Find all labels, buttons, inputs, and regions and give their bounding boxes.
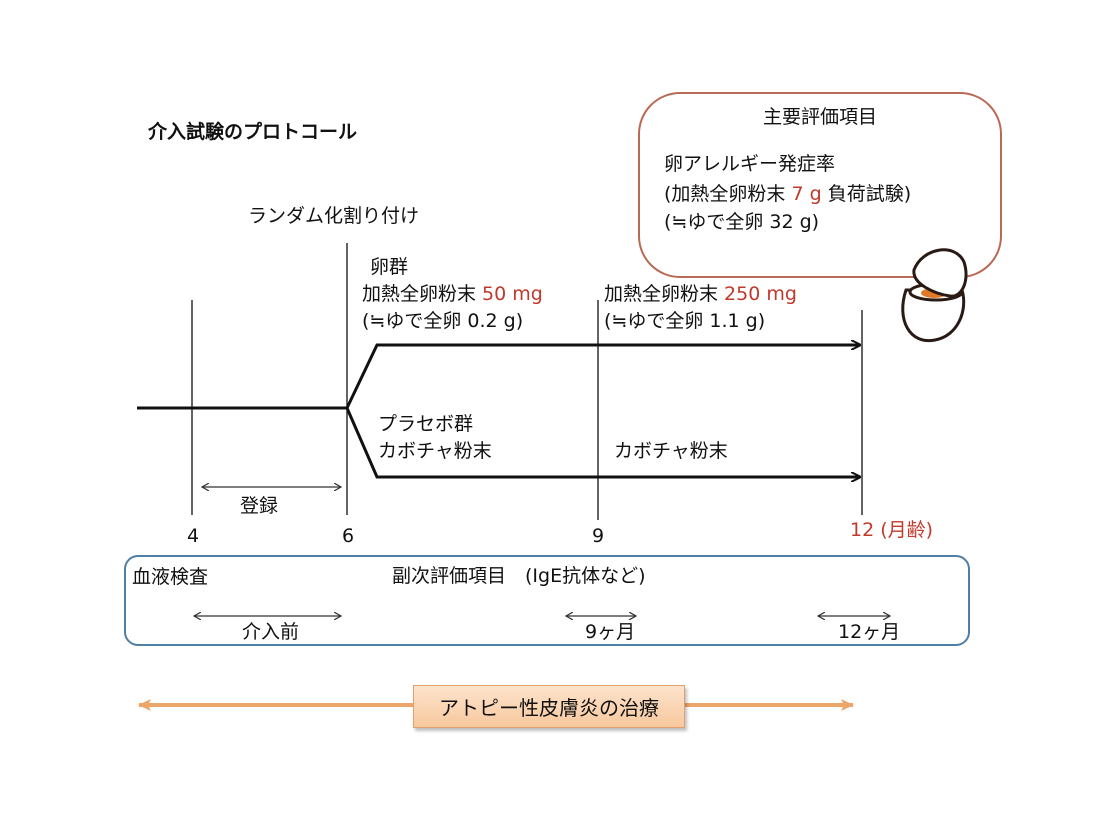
primary-endpoint-line3: (≒ゆで全卵 32 g) xyxy=(664,211,820,233)
egg-phase1-dose: 加熱全卵粉末 50 mg xyxy=(362,285,543,304)
egg-phase2-equiv: (≒ゆで全卵 1.1 g) xyxy=(604,310,766,332)
secondary-endpoint-heading: 副次評価項目 (IgE抗体など) xyxy=(392,565,646,587)
dose: 50 mg xyxy=(482,283,543,305)
9-month-label: 9ヶ月 xyxy=(585,621,636,643)
placebo-phase2: カボチャ粉末 xyxy=(614,440,728,462)
age-4: 4 xyxy=(187,525,200,547)
primary-endpoint-callout: 主要評価項目 卵アレルギー発症率 (加熱全卵粉末 7 g 負荷試験) (≒ゆで全… xyxy=(638,92,1002,278)
text: (加熱全卵粉末 xyxy=(664,183,792,205)
text: 加熱全卵粉末 xyxy=(362,283,483,305)
egg-group-label: 卵群 xyxy=(370,256,409,278)
challenge-dose: 7 g xyxy=(791,183,822,205)
12-month-label: 12ヶ月 xyxy=(838,621,901,643)
dose: 250 mg xyxy=(724,283,797,305)
blood-test-label: 血液検査 xyxy=(132,566,209,588)
text: 負荷試験) xyxy=(821,183,912,205)
text: 加熱全卵粉末 xyxy=(604,283,725,305)
age-6: 6 xyxy=(342,525,355,547)
egg-phase2-dose: 加熱全卵粉末 250 mg xyxy=(604,285,797,304)
placebo-phase1: カボチャ粉末 xyxy=(378,440,492,462)
egg-group-arrow xyxy=(345,345,860,409)
age-12: 12 (月齢) xyxy=(850,519,934,541)
randomization-label: ランダム化割り付け xyxy=(248,205,420,227)
placebo-group-label: プラセボ群 xyxy=(378,413,474,435)
secondary-endpoint-box xyxy=(124,555,970,646)
enrollment-label: 登録 xyxy=(240,495,279,517)
egg-phase1-equiv: (≒ゆで全卵 0.2 g) xyxy=(362,310,524,332)
age-9: 9 xyxy=(592,525,605,547)
pre-intervention-label: 介入前 xyxy=(242,621,300,643)
placebo-group-arrow xyxy=(345,407,860,477)
primary-endpoint-line2: (加熱全卵粉末 7 g 負荷試験) xyxy=(664,185,911,204)
primary-endpoint-heading: 主要評価項目 xyxy=(762,106,877,128)
diagram-title: 介入試験のプロトコール xyxy=(148,121,358,143)
treatment-label: アトピー性皮膚炎の治療 xyxy=(413,685,685,728)
primary-endpoint-line1: 卵アレルギー発症率 xyxy=(664,153,836,175)
